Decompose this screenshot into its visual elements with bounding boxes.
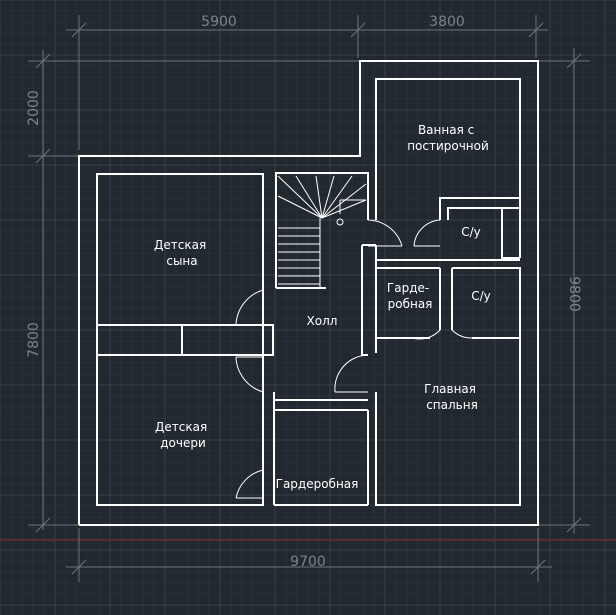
label-dressing-small-line1: Гарде-	[387, 281, 429, 295]
dim-left-main: 7800	[26, 322, 42, 358]
dim-bottom: 9700	[290, 554, 326, 570]
label-hall: Холл	[307, 314, 338, 328]
stair-line	[321, 175, 353, 219]
label-bathroom-line1: Ванная с	[418, 123, 474, 137]
label-son-room-line1: Детская	[154, 238, 206, 252]
doors	[235, 219, 473, 499]
dimension-lines	[28, 15, 590, 582]
label-daughter-room-line2: дочери	[160, 436, 206, 450]
label-hall-line1: Холл	[307, 314, 338, 328]
dim-right: 9800	[566, 276, 582, 312]
label-wc-top-line1: С/у	[461, 225, 481, 239]
stair-line	[321, 183, 367, 219]
label-wc-mid: С/у	[471, 289, 491, 303]
label-son-room-line2: сына	[166, 254, 197, 268]
label-dressing-small-line2: робная	[388, 297, 433, 311]
label-daughter-room: Детская дочери	[155, 420, 211, 450]
stair-marker	[336, 218, 344, 226]
label-master-bedroom: Главная спальня	[424, 382, 480, 412]
dim-top-left: 5900	[201, 14, 237, 30]
staircase	[277, 175, 367, 288]
label-dressing-bottom: Гардеробная	[276, 477, 359, 491]
label-wc-top: С/у	[461, 225, 481, 239]
stair-line	[315, 175, 323, 219]
label-son-room: Детская сына	[154, 238, 210, 268]
stair-line	[295, 175, 323, 219]
label-bathroom: Ванная с постирочной	[407, 123, 489, 153]
label-master-bedroom-line1: Главная	[424, 382, 476, 396]
label-master-bedroom-line2: спальня	[426, 398, 478, 412]
dim-left-top: 2000	[26, 90, 42, 126]
label-wc-mid-line1: С/у	[471, 289, 491, 303]
dim-top-right: 3800	[429, 14, 465, 30]
label-dressing-bottom-line1: Гардеробная	[276, 477, 359, 491]
walls	[78, 60, 539, 526]
stair-line	[321, 175, 335, 219]
label-bathroom-line2: постирочной	[407, 139, 489, 153]
stair-line	[277, 195, 323, 219]
stair-line	[321, 199, 367, 219]
stair-line	[277, 175, 323, 219]
label-daughter-room-line1: Детская	[155, 420, 207, 434]
label-dressing-small: Гарде- робная	[387, 281, 433, 311]
